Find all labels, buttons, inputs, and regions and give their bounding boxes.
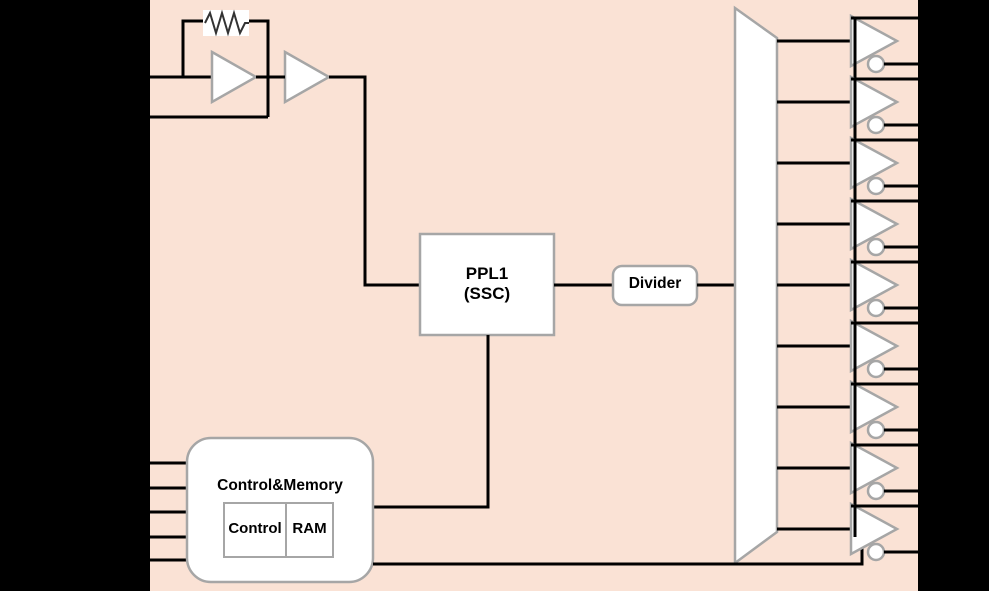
- control-subblock-label: Control: [228, 520, 282, 537]
- osc-to-pll-net: [256, 75, 420, 287]
- osc-input-pins: [150, 75, 268, 119]
- control-subblock[interactable]: [223, 502, 287, 558]
- pll-label: PPL1 (SSC): [463, 264, 511, 304]
- output-buffer-6[interactable]: [777, 319, 918, 386]
- feedback-net: [181, 19, 270, 117]
- pll-to-control-wire: [373, 335, 490, 509]
- control-memory-title: Control&Memory: [217, 477, 343, 494]
- output-buffer-2[interactable]: [777, 75, 918, 142]
- feedback-resistor: [203, 9, 249, 37]
- ram-subblock-label: RAM: [292, 520, 327, 537]
- pll-block[interactable]: [418, 232, 556, 337]
- output-buffer-5[interactable]: [777, 258, 918, 325]
- ram-subblock[interactable]: [285, 502, 334, 558]
- output-buffer-9[interactable]: [777, 502, 918, 562]
- output-buffer-4[interactable]: [777, 197, 918, 264]
- control-enable-bus: [373, 537, 864, 566]
- output-buffer-7[interactable]: [777, 380, 918, 447]
- output-buffer-3[interactable]: [777, 136, 918, 203]
- oscillator-amplifier-1-icon: [210, 49, 259, 105]
- oscillator-amplifier-2-icon: [283, 49, 332, 105]
- output-buffer-1[interactable]: [777, 14, 918, 81]
- divider-label: Divider: [628, 275, 682, 292]
- distribution-mux-block[interactable]: [733, 5, 779, 566]
- output-buffer-8[interactable]: [777, 441, 918, 508]
